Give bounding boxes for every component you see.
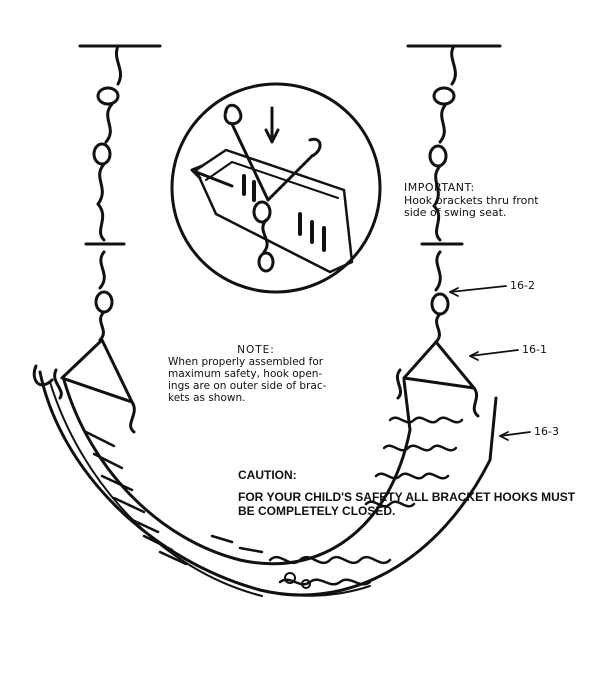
note-heading: NOTE:	[237, 344, 275, 356]
note-line: ings are on outer side of brac-	[168, 380, 327, 393]
caution-warning: CAUTION: FOR YOUR CHILD'S SAFETY ALL BRA…	[238, 468, 576, 518]
label-bracket: 16-1	[522, 343, 547, 356]
leader-lines	[449, 285, 531, 441]
label-seat: 16-3	[534, 425, 559, 438]
detail-inset	[170, 82, 382, 294]
right-chain	[420, 44, 464, 344]
important-line: side of swing seat.	[404, 206, 507, 220]
note-line: When properly assembled for	[168, 356, 324, 369]
right-bracket	[402, 340, 476, 390]
important-heading: IMPORTANT:	[404, 181, 475, 194]
label-chain: 16-2	[510, 279, 535, 292]
caution-line: FOR YOUR CHILD'S SAFETY ALL BRACKET HOOK…	[238, 489, 576, 504]
note-line: maximum safety, hook open-	[168, 368, 323, 381]
important-line: Hook brackets thru front	[404, 193, 539, 207]
left-chain	[84, 44, 126, 342]
seat-inner-edge	[62, 378, 412, 566]
assembly-note: NOTE: When properly assembled for maximu…	[168, 344, 364, 404]
caution-line: BE COMPLETELY CLOSED.	[238, 503, 396, 518]
seat-slots-left	[84, 430, 188, 566]
seat-wave-pattern	[210, 416, 464, 586]
important-note: IMPORTANT: Hook brackets thru front side…	[404, 181, 539, 220]
caution-heading: CAUTION:	[238, 468, 297, 482]
note-line: kets as shown.	[168, 392, 246, 405]
left-bracket	[60, 338, 134, 404]
